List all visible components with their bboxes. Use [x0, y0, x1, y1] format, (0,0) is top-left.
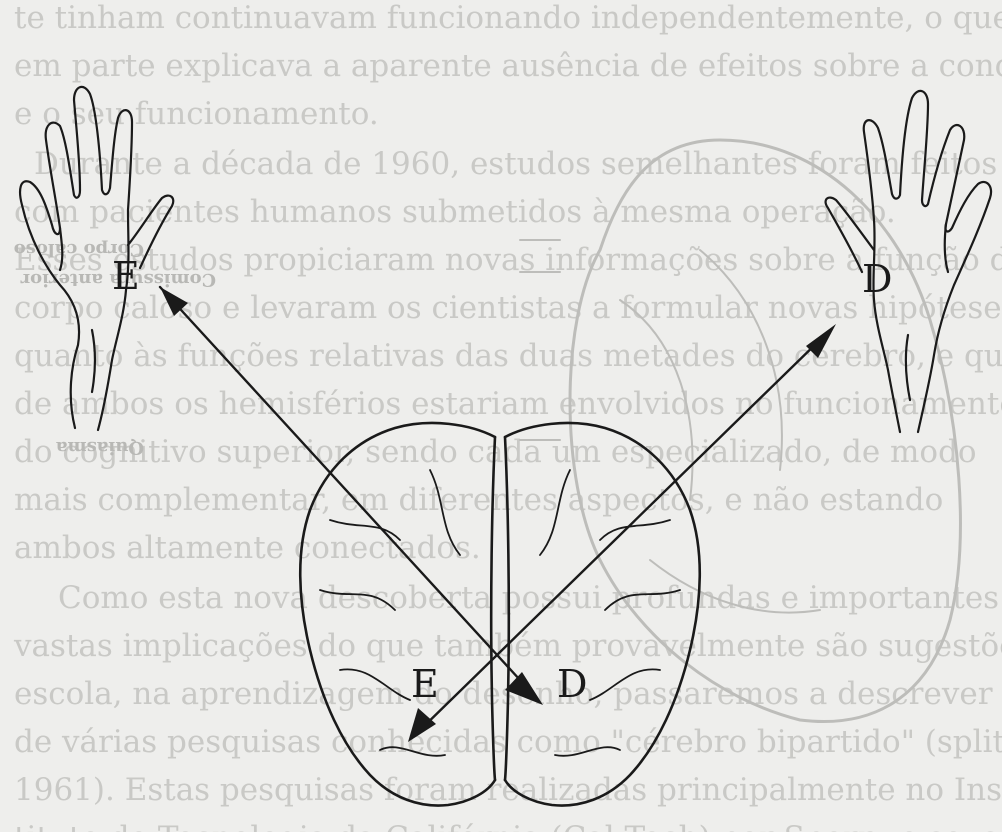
background-text-line: e o seu funcionamento.	[14, 96, 379, 132]
background-text-line: 1961). Estas pesquisas foram realizadas …	[14, 772, 1002, 808]
right-hand-label: D	[862, 257, 892, 301]
background-text-line: tituto de Tecnologia da Califórnia (Cal …	[14, 820, 998, 832]
left-hemisphere-label: E	[411, 662, 439, 706]
background-text-line: em parte explicava a aparente ausência d…	[14, 48, 1002, 84]
background-text-line: de ambos os hemisférios estariam envolvi…	[14, 386, 1002, 422]
right-hemisphere-label: D	[557, 662, 587, 706]
background-text-line: Durante a década de 1960, estudos semelh…	[34, 146, 997, 182]
background-text-line: mais complementar, em diferentes aspecto…	[14, 482, 943, 518]
background-text-line: quanto às funções relativas das duas met…	[14, 338, 1002, 374]
background-text-line: corpo caloso e levaram os cientistas a f…	[14, 290, 1002, 326]
left-hand-label: E	[112, 254, 140, 298]
background-text-line: com pacientes humanos submetidos à mesma…	[14, 194, 896, 230]
background-text-line: te tinham continuavam funcionando indepe…	[14, 0, 1002, 36]
background-text-line: Como esta nova descoberta possui profund…	[58, 580, 999, 616]
faint-label-quiasma: Quiasma	[56, 437, 144, 458]
